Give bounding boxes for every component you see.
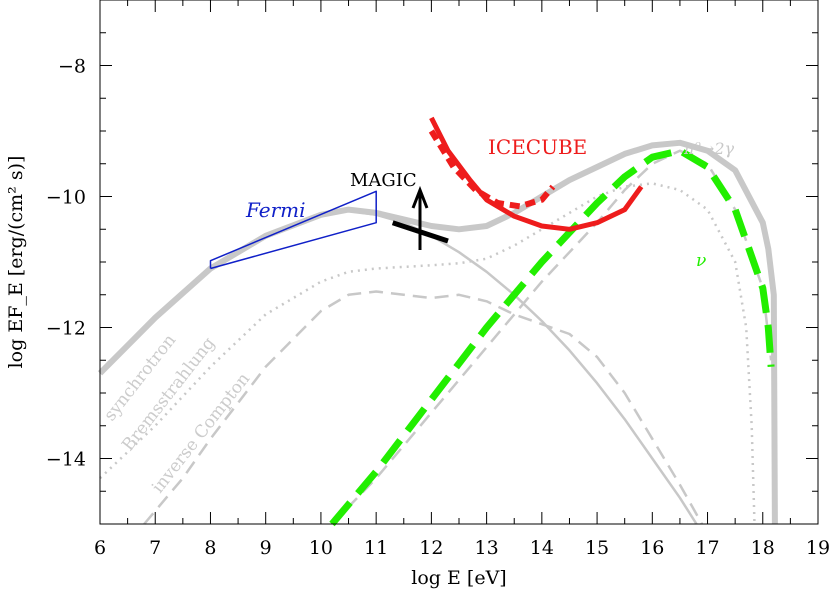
icecube-label: ICECUBE [488, 135, 587, 159]
series-dashed-grey-pion [331, 149, 773, 525]
x-tick-label: 18 [751, 537, 775, 559]
x-tick-label: 16 [640, 537, 664, 559]
pi0-label: π⁰→2γ [683, 139, 735, 158]
x-tick-label: 6 [94, 537, 106, 559]
x-tick-label: 12 [419, 537, 443, 559]
x-tick-label: 9 [260, 537, 272, 559]
fermi-label: Fermi [245, 198, 306, 222]
x-axis-title: log E [eV] [411, 567, 506, 589]
x-tick-label: 10 [309, 537, 333, 559]
x-tick-label: 14 [530, 537, 554, 559]
series-dashed-grey-inverse-compton [143, 290, 704, 525]
series-solid-red-icecube [429, 116, 644, 232]
y-tick-label: −8 [58, 56, 86, 78]
y-tick-label: −12 [46, 318, 86, 340]
plot-frame [99, 0, 819, 525]
magic-arrow [411, 185, 429, 250]
series-dashed-green-neutrino [329, 147, 775, 527]
series-thick-grey-total [97, 139, 778, 525]
x-tick-label: 19 [806, 537, 830, 559]
y-tick-label: −14 [46, 449, 86, 471]
x-tick-label: 13 [475, 537, 499, 559]
magic-label: MAGIC [350, 170, 417, 191]
series-dotted-grey-bremsstrahlung [99, 182, 756, 525]
y-tick-label: −10 [46, 187, 86, 209]
series-solid-grey-synchrotron [99, 209, 698, 525]
x-tick-label: 17 [695, 537, 719, 559]
series-fermi-bowtie [209, 190, 377, 270]
y-axis-title: log EF_E [erg/(cm² s)] [5, 156, 27, 369]
ticks-layer: 6 7 8 9 10 11 12 13 14 15 16 17 18 19 −8 −10 −12 −14 [46, 0, 830, 559]
curves-layer [97, 116, 778, 527]
x-tick-label: 15 [585, 537, 609, 559]
x-tick-label: 11 [364, 537, 388, 559]
neutrino-label: ν [696, 251, 706, 271]
series-dotted-red-icecube [428, 129, 556, 210]
x-tick-label: 7 [149, 537, 161, 559]
x-tick-label: 8 [204, 537, 216, 559]
